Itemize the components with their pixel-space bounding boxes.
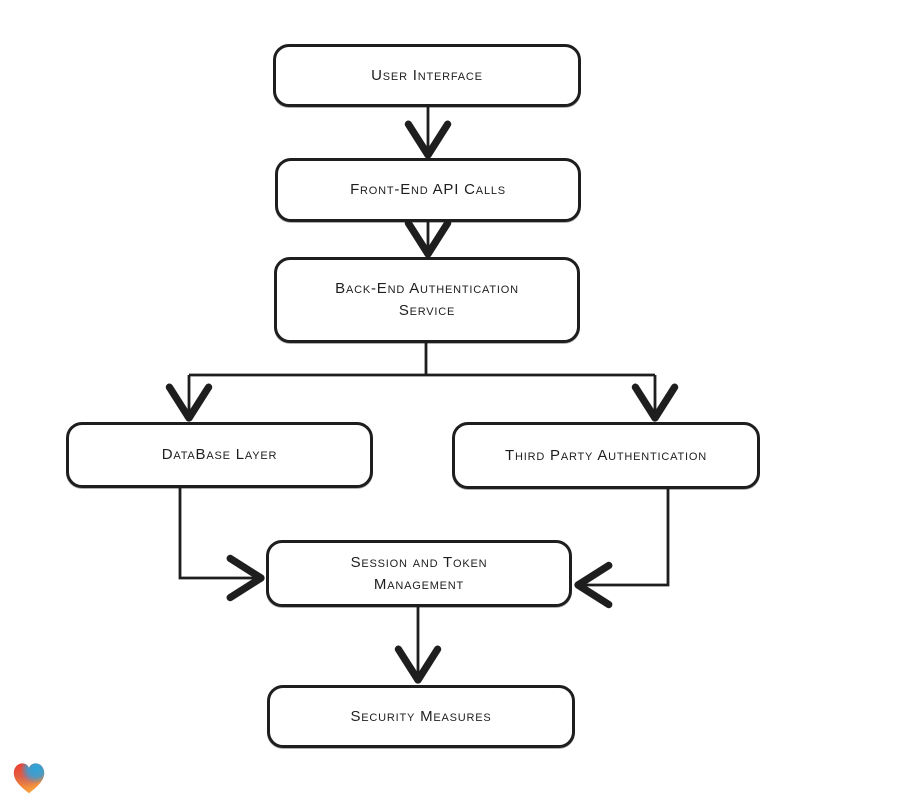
node-session-and-token-management: Session and Token Management xyxy=(266,540,572,607)
edge-third-party-authentication-to-session-and-token-management xyxy=(574,489,670,609)
node-session-and-token-management-label-line2: Management xyxy=(373,575,465,593)
node-front-end-api-calls: Front-End API Calls xyxy=(275,158,581,222)
node-user-interface: User Interface xyxy=(273,44,581,107)
node-back-end-authentication-service: Back-End Authentication Service xyxy=(274,257,580,343)
node-security-measures-label: Security Measures xyxy=(350,707,492,725)
gradient-heart-logo[interactable] xyxy=(11,760,47,796)
node-database-layer-label: DataBase Layer xyxy=(161,446,278,464)
node-third-party-authentication: Third Party Authentication xyxy=(452,422,760,489)
node-session-and-token-management-label-line1: Session and Token xyxy=(350,553,488,571)
node-front-end-api-calls-label: Front-End API Calls xyxy=(350,181,506,199)
node-back-end-authentication-service-label-line1: Back-End Authentication xyxy=(335,280,519,298)
node-security-measures: Security Measures xyxy=(267,685,575,748)
node-user-interface-label: User Interface xyxy=(371,66,483,84)
node-back-end-authentication-service-label-line2: Service xyxy=(398,302,456,319)
node-database-layer: DataBase Layer xyxy=(66,422,373,488)
node-third-party-authentication-label: Third Party Authentication xyxy=(505,446,707,464)
edge-database-layer-to-session-and-token-management xyxy=(178,488,265,602)
edge-branch-trunk xyxy=(189,343,655,377)
